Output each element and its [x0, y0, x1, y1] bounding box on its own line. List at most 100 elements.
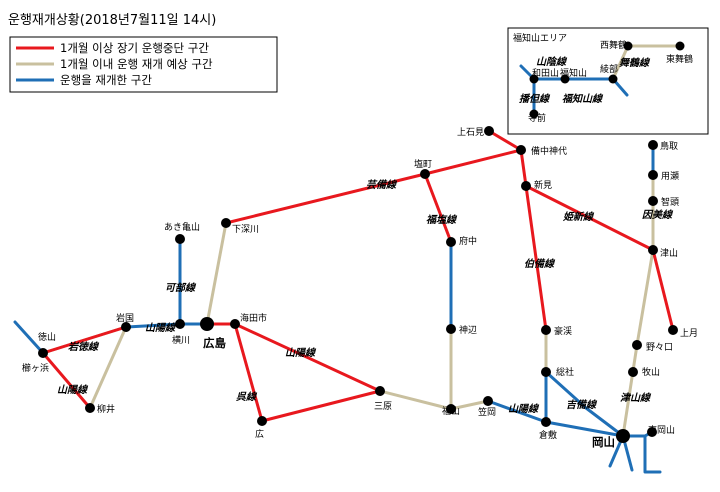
station-shiomachi: 塩町 [414, 158, 432, 170]
station-fukuyama: 福山 [442, 405, 460, 417]
line-fukuen-red [423, 172, 453, 244]
station-dot-hiro [257, 416, 267, 426]
station-hiroshima: 広島 [203, 336, 226, 350]
station-gotei: 豪渓 [554, 325, 572, 337]
station-dot-niimi [521, 181, 531, 191]
line-label-sanyo-west: 山陽線 [145, 322, 177, 334]
station-dot-shimofukawa [221, 218, 231, 228]
station-kamigawa: 上月 [680, 328, 698, 339]
line-label-kure: 呉線 [236, 391, 258, 403]
station-kamiishimi: 上石見 [457, 127, 484, 138]
inset-station-nishi-maizuru: 西舞鶴 [600, 39, 627, 51]
station-dot-tokuyama [38, 348, 48, 358]
station-okayama: 岡山 [592, 435, 615, 449]
station-dot-gotei [541, 325, 551, 335]
station-tottori: 鳥取 [660, 140, 678, 152]
inset-station-fukuchiyama: 福知山 [560, 67, 587, 79]
inset-fukuchiyama: 福知山エリア 西舞鶴 東舞鶴 和田山 福知山 綾部 寺前 山陰線 舞鶴線 播但線… [507, 27, 709, 135]
station-dot-kurashiki [541, 417, 551, 427]
legend-box [9, 36, 278, 93]
line-label-sanyo-center: 山陽線 [285, 347, 317, 359]
station-dot-mihara [375, 386, 385, 396]
station-kasaoka: 笠岡 [478, 406, 496, 418]
station-shimofukawa: 下深川 [232, 224, 259, 235]
inset-line-label-bantan: 播但線 [519, 93, 551, 105]
line-geibi-south [205, 221, 228, 326]
station-makiyama: 牧山 [642, 366, 660, 378]
legend: 1개월 이상 장기 운행중단 구간 1개월 이내 운행 재개 예상 구간 운행을… [9, 36, 278, 93]
station-dot-bitchu-kojiro [516, 145, 526, 155]
station-chizu: 智頭 [661, 196, 679, 208]
station-kushigahama: 櫛ヶ浜 [22, 362, 49, 374]
line-label-hakubi: 伯備線 [524, 258, 556, 270]
inset-station-wadayama: 和田山 [532, 68, 559, 79]
station-dot-fuchu [446, 237, 456, 247]
line-label-fukuen: 福塩線 [426, 214, 458, 226]
station-dot-mochigase [648, 170, 658, 180]
inset-station-dot-wadayama [529, 74, 539, 84]
legend-label-resume-soon: 1개월 이내 운행 재개 예상 구간 [60, 57, 213, 71]
station-dot-nonokuchi [632, 340, 642, 350]
inset-station-dot-teramae [529, 109, 539, 119]
legend-label-long-suspension: 1개월 이상 장기 운행중단 구간 [60, 41, 209, 55]
station-mochigase: 用瀬 [661, 170, 679, 182]
line-gantoku-red [41, 325, 128, 355]
station-dot-kasaoka [483, 396, 493, 406]
station-dot-tsuyama [648, 245, 658, 255]
station-dot-iwakuni [121, 322, 131, 332]
station-fuchu: 府中 [459, 235, 477, 247]
line-label-kishin: 姫新線 [563, 211, 595, 223]
inset-station-ayabe: 綾部 [600, 63, 618, 75]
station-mihara: 三原 [374, 401, 392, 412]
station-tsuyama: 津山 [660, 248, 678, 259]
station-kamo: 神辺 [459, 324, 477, 336]
station-dot-kamo [446, 324, 456, 334]
station-yanai: 柳井 [97, 403, 115, 415]
station-dot-kamiishimi [484, 126, 494, 136]
inset-station-teramae: 寺前 [528, 112, 546, 124]
station-niimi: 新見 [534, 179, 552, 191]
station-dot-okayama [616, 429, 630, 443]
inset-station-higashi-maizuru: 東舞鶴 [666, 53, 693, 65]
station-dot-yokogawa [175, 319, 185, 329]
line-label-kibi: 吉備線 [566, 399, 598, 411]
station-dot-shiomachi [420, 169, 430, 179]
inset-title: 福知山エリア [513, 32, 567, 44]
line-label-inbi: 因美線 [642, 209, 674, 221]
line-sanyo-mihara-kasaoka [378, 389, 490, 411]
station-dot-makiyama [628, 367, 638, 377]
station-dot-chizu [648, 196, 658, 206]
line-geibi-north [224, 129, 523, 225]
line-sanyo-yamaguchi-red [41, 351, 92, 410]
line-sanyo-tokuyama-west [13, 320, 45, 355]
line-kibi [544, 370, 625, 438]
station-iwakuni: 岩国 [116, 312, 134, 324]
station-hiro: 広 [255, 428, 264, 440]
inset-station-dot-fukuchiyama [560, 74, 570, 84]
station-labels: 上石見 備中神代 鳥取 塩町 新見 用瀬 智頭 あき亀山 下深川 府中 津山 神… [22, 127, 698, 449]
station-dot-yanai [85, 403, 95, 413]
line-hakubi-red [519, 148, 548, 332]
inset-line-label-maizuru: 舞鶴線 [619, 57, 651, 69]
legend-label-resumed: 운행을 재개한 구간 [60, 73, 152, 87]
station-tokuyama: 徳山 [38, 331, 56, 343]
station-dot-kamigawa [668, 325, 678, 335]
line-kure-red [233, 322, 382, 423]
line-labels: 芸備線 福塩線 伯備線 姫新線 因美線 可部線 山陽線 岩徳線 山陽線 山陽線 … [57, 179, 674, 415]
station-bitchu-kojiro: 備中神代 [531, 145, 567, 157]
inset-station-dot-ayabe [608, 74, 618, 84]
station-dot-higashi-okayama [647, 427, 657, 437]
line-label-sanyo-yamaguchi: 山陽線 [57, 384, 89, 396]
station-dots [38, 126, 678, 443]
inset-line-label-sanin: 山陰線 [536, 56, 568, 68]
line-label-sanyo-east: 山陽線 [508, 403, 540, 415]
line-label-tsuyama: 津山線 [620, 392, 652, 404]
station-kaitaichi: 海田市 [240, 312, 267, 324]
inset-station-dot-nishi-maizuru [623, 41, 633, 51]
station-dot-fukuyama [446, 404, 456, 414]
line-ako [643, 434, 662, 474]
map-title: 운행재개상황(2018년7월11일 14시) [8, 12, 216, 28]
inset-station-dot-higashi-maizuru [675, 41, 685, 51]
station-dot-kaitaichi [230, 319, 240, 329]
